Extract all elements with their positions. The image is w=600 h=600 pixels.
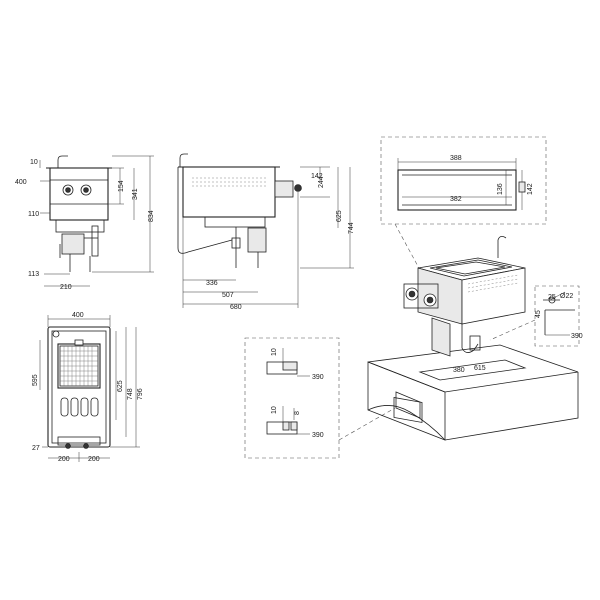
front-knob-icon	[294, 184, 302, 192]
dim-154: 154	[118, 180, 125, 192]
side-body	[49, 167, 109, 221]
top-body	[47, 326, 111, 448]
dim-27: 27	[32, 445, 40, 452]
top-view: 400 595 625 748 796 27 200 200	[32, 312, 144, 463]
cutout-detail: 388 382 136 142	[380, 136, 547, 225]
iso-view: 380 615	[367, 236, 579, 441]
knob-bottom-right-icon	[83, 443, 89, 449]
counter-cutout	[418, 359, 527, 381]
dim-507: 507	[222, 292, 234, 299]
dim-680: 680	[230, 304, 242, 311]
dim-390-pipe: 390	[571, 333, 583, 340]
dim-390-edge-b: 390	[312, 432, 324, 439]
front-faucet-icon	[179, 153, 188, 167]
dim-744: 744	[348, 222, 355, 234]
dim-113: 113	[28, 271, 39, 278]
dim-400-top: 400	[72, 312, 84, 319]
dim-625: 625	[336, 210, 343, 222]
front-control-box	[274, 180, 294, 198]
dim-615-iso: 615	[474, 365, 486, 372]
faucet-top-icon	[52, 330, 60, 338]
dim-8-edge: 8	[294, 411, 301, 415]
iso-front-face	[461, 267, 526, 325]
dim-380-iso: 380	[453, 367, 465, 374]
dim-200-right: 200	[88, 456, 100, 463]
dim-10: 10	[30, 159, 38, 166]
pipe-detail-frame	[534, 285, 580, 347]
dim-748: 748	[127, 388, 134, 400]
dim-22: Ø22	[560, 293, 573, 300]
dim-244: 244	[318, 176, 325, 188]
iso-vents	[467, 274, 519, 293]
edge-detail-frame	[244, 337, 340, 459]
dim-834: 834	[148, 210, 155, 222]
faucet-icon	[57, 155, 68, 168]
dim-10-edge-b: 10	[271, 406, 278, 414]
dim-390-edge-a: 390	[312, 374, 324, 381]
leader-pipe	[489, 319, 536, 341]
iso-faucet-icon	[497, 236, 507, 258]
dim-341: 341	[132, 188, 139, 200]
dim-45: 45	[535, 310, 542, 318]
dim-336: 336	[206, 280, 218, 287]
knob-bottom-left-icon	[65, 443, 71, 449]
dim-210: 210	[60, 284, 72, 291]
drain-hose	[177, 239, 233, 254]
dim-625-top: 625	[117, 380, 124, 392]
heating-element-slots	[60, 397, 99, 417]
dim-382: 382	[450, 196, 462, 203]
iso-motor	[431, 317, 451, 357]
side-motor-box	[61, 233, 85, 255]
cutout-slot	[397, 169, 517, 211]
front-body	[182, 166, 276, 218]
leader-cutout	[394, 223, 421, 271]
dim-388: 388	[450, 155, 462, 162]
side-view: 10 400 110 154 341 834 113 210	[15, 155, 155, 291]
cutout-detail-frame	[380, 136, 547, 225]
dim-10-edge-a: 10	[271, 348, 278, 356]
dim-796: 796	[137, 388, 144, 400]
counter-top	[367, 344, 579, 393]
leader-edge	[338, 407, 396, 441]
front-view: 142 244 625 744 336 507 680	[177, 153, 355, 311]
front-motor-box	[247, 227, 267, 253]
edge-detail: 10 390 10 8 390	[244, 337, 340, 459]
vent-slots	[192, 177, 268, 187]
dim-136: 136	[497, 183, 504, 195]
dim-200-left: 200	[58, 456, 70, 463]
dim-142-cutout: 142	[527, 183, 534, 195]
dim-142: 142	[311, 173, 323, 180]
dim-400: 400	[15, 179, 27, 186]
dim-110: 110	[28, 211, 39, 218]
pipe-detail: 25 Ø22 45 390	[534, 285, 583, 347]
dim-595: 595	[32, 374, 39, 386]
dim-25: 25	[548, 294, 556, 301]
pipe-circle-icon	[548, 296, 556, 304]
basket-mesh	[60, 346, 98, 386]
